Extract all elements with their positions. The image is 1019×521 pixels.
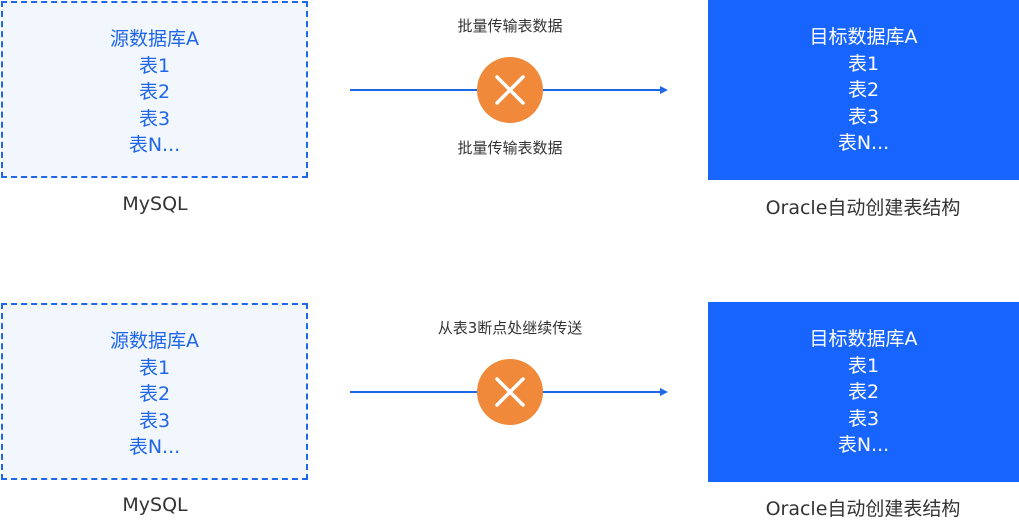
source-database-box-2: 源数据库A 表1 表2 表3 表N...	[1, 303, 308, 480]
source-table-item: 表2	[138, 383, 171, 405]
transfer-arrow	[350, 57, 668, 123]
target-table-item: 表1	[847, 354, 880, 377]
source-table-item: 表1	[138, 356, 171, 379]
arrow-label-bottom: 批量传输表数据	[457, 139, 563, 157]
source-table-item: 表3	[138, 107, 171, 130]
transfer-arrow	[350, 359, 668, 425]
target-table-item: 表2	[847, 79, 880, 101]
source-table-item: 表2	[138, 81, 171, 103]
target-db-title: 目标数据库A	[809, 26, 918, 48]
target-table-item: 表2	[847, 381, 880, 403]
close-x-icon	[477, 57, 543, 123]
close-x-icon	[477, 359, 543, 425]
target-table-item: 表3	[847, 105, 880, 128]
target-caption: Oracle自动创建表结构	[765, 197, 961, 219]
target-database-box-1: 目标数据库A 表1 表2 表3 表N...	[708, 0, 1019, 180]
target-database-box-2: 目标数据库A 表1 表2 表3 表N...	[708, 302, 1019, 482]
target-table-item: 表1	[847, 52, 880, 75]
source-table-item: 表3	[138, 409, 171, 432]
arrow-label-top: 从表3断点处继续传送	[437, 319, 583, 337]
target-table-item: 表N...	[837, 132, 890, 154]
source-db-title: 源数据库A	[110, 28, 199, 50]
target-table-item: 表3	[847, 407, 880, 430]
target-caption: Oracle自动创建表结构	[765, 498, 961, 520]
source-table-item: 表N...	[128, 436, 181, 458]
source-table-item: 表1	[138, 54, 171, 77]
target-db-title: 目标数据库A	[809, 328, 918, 350]
source-table-item: 表N...	[128, 134, 181, 156]
source-caption: MySQL	[122, 494, 188, 516]
source-caption: MySQL	[122, 193, 188, 215]
target-table-item: 表N...	[837, 434, 890, 456]
source-db-title: 源数据库A	[110, 330, 199, 352]
source-database-box-1: 源数据库A 表1 表2 表3 表N...	[1, 1, 308, 178]
arrow-label-top: 批量传输表数据	[457, 17, 563, 35]
